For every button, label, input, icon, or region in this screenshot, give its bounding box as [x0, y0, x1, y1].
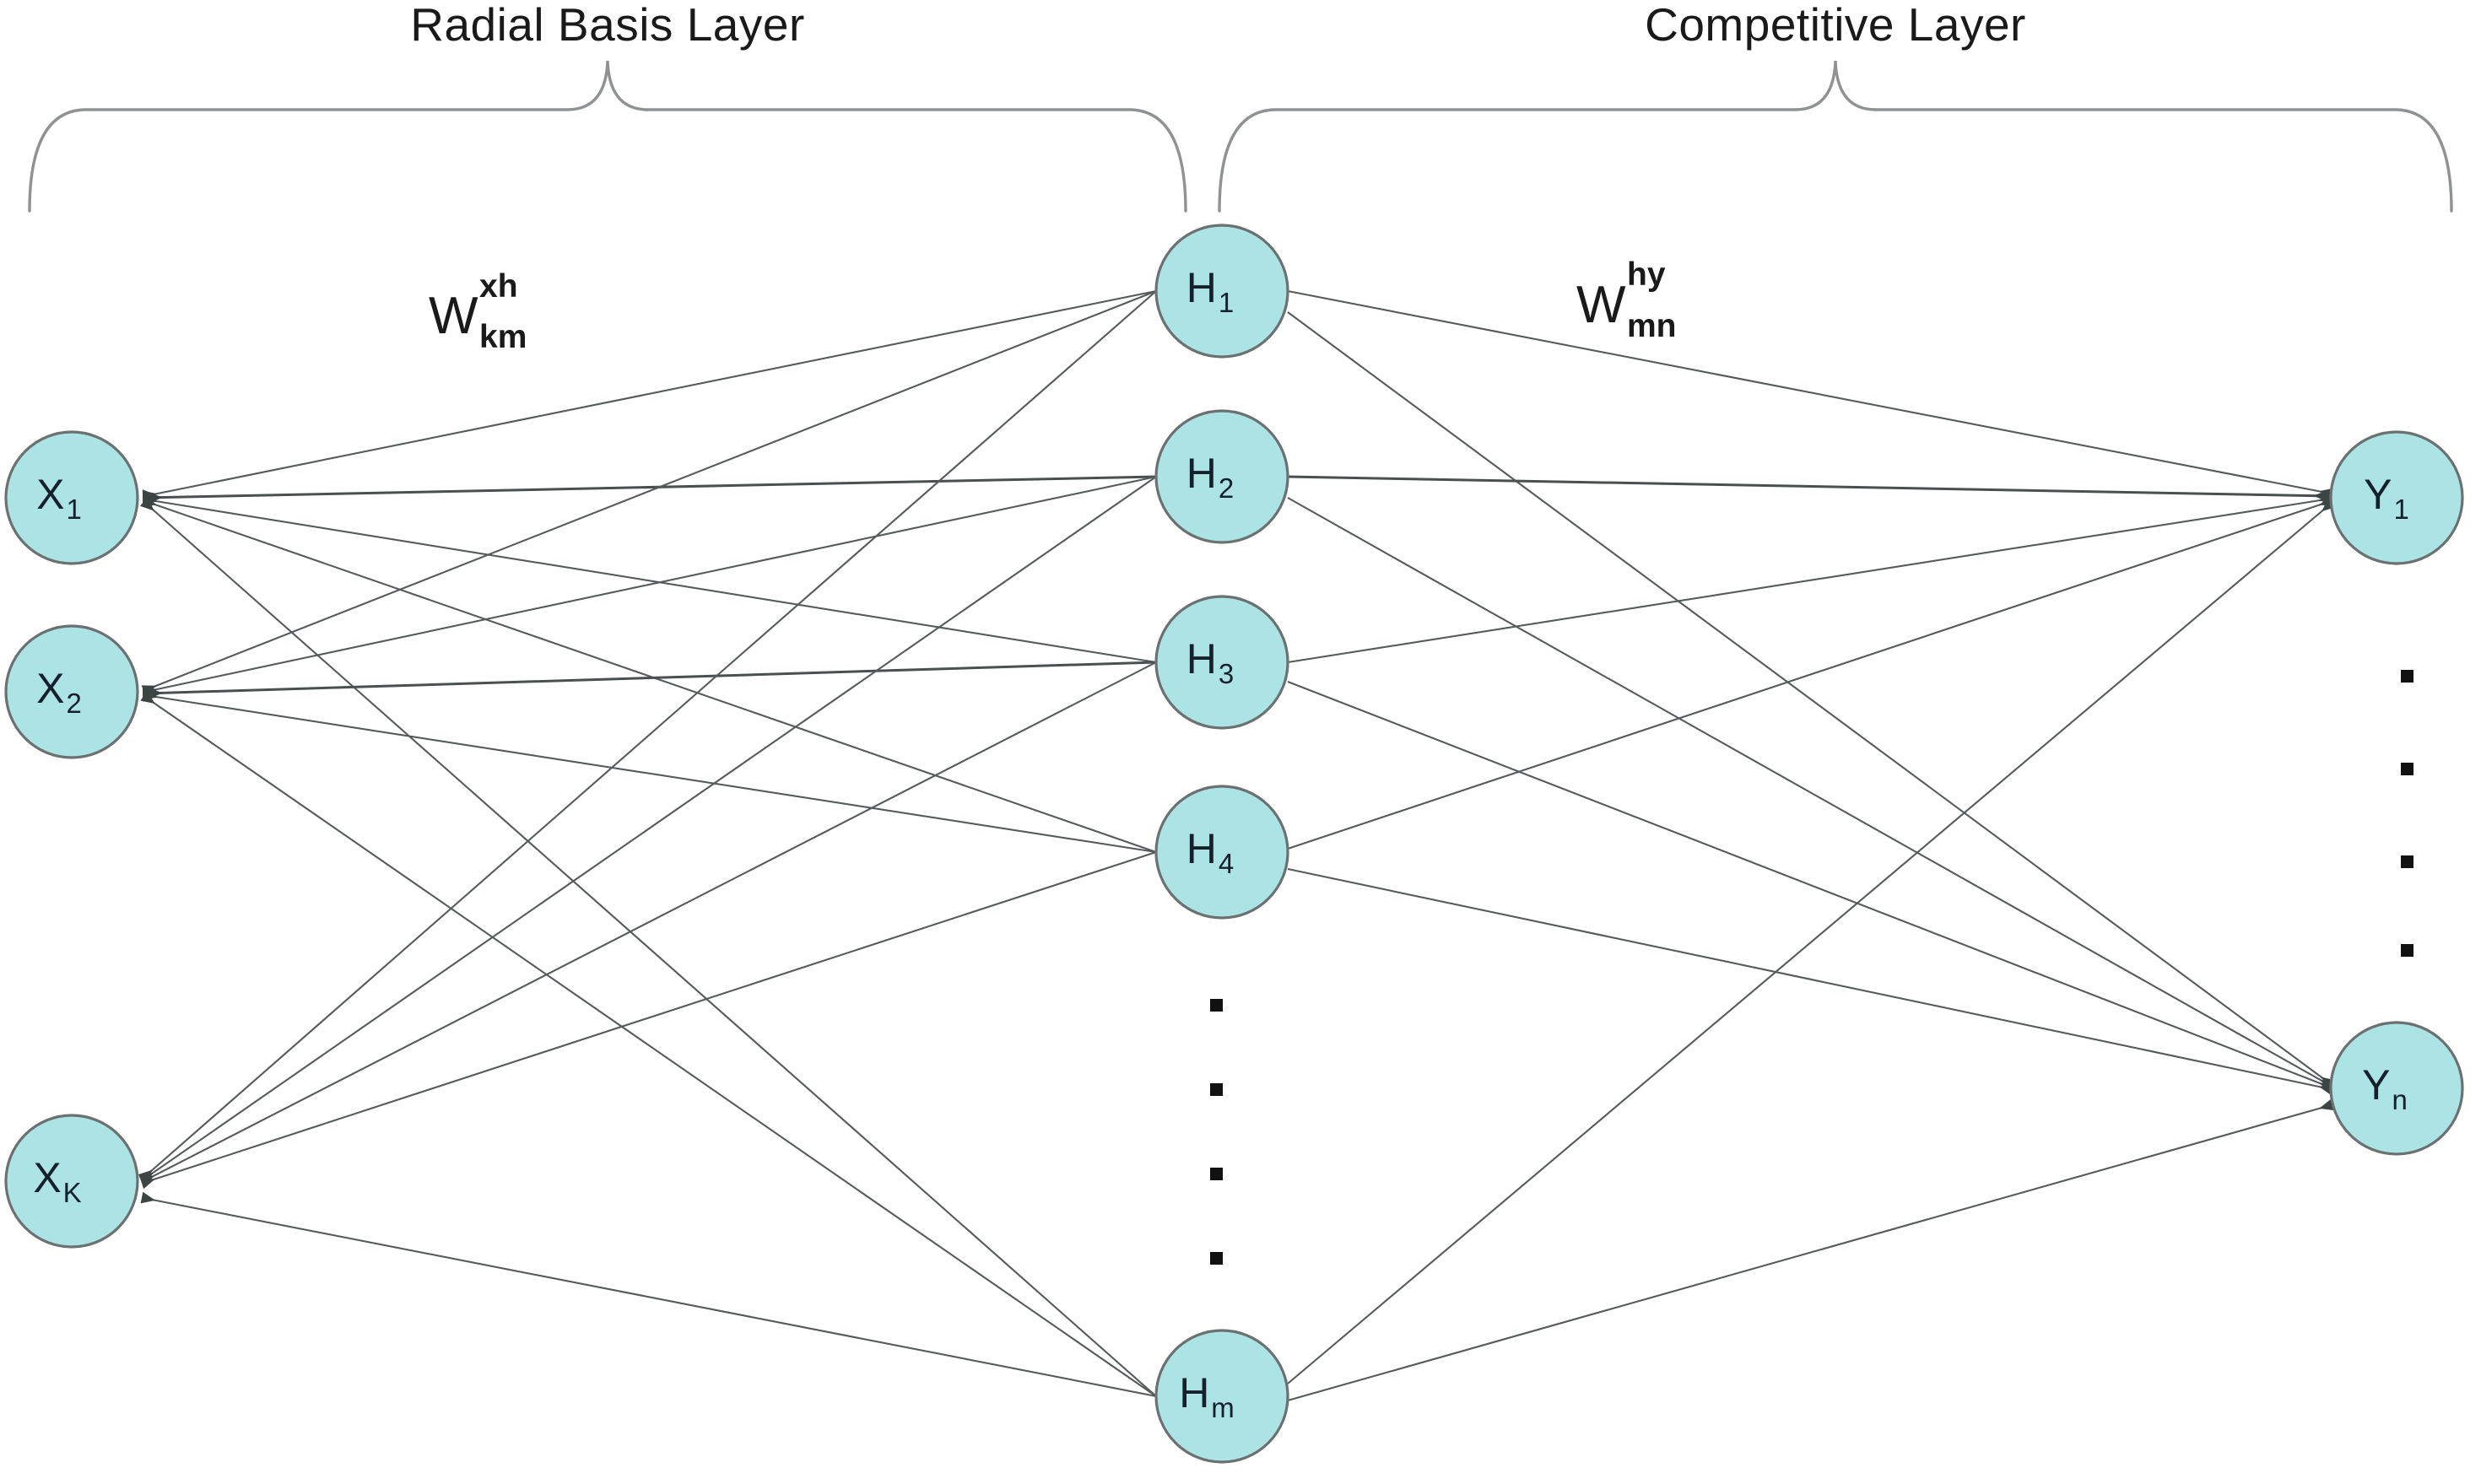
ellipsis-dot: [2401, 855, 2413, 868]
ellipsis-dot: [1210, 999, 1223, 1012]
node-x1-label: X1: [36, 471, 82, 525]
edge-hm-y1: [1287, 498, 2337, 1384]
node-x2-circle[interactable]: [4, 624, 139, 759]
weight-xh-superscript: xh: [479, 268, 518, 305]
node-y1[interactable]: Y1: [2329, 430, 2464, 565]
hidden-layer-group: H1 H2 H3 H4 Hm: [1154, 224, 1289, 1464]
edge-x2-h3: [142, 661, 1157, 702]
node-h3-label: H3: [1186, 635, 1234, 689]
node-h3[interactable]: H3: [1154, 595, 1289, 730]
edges-input-to-hidden: [138, 289, 1157, 1398]
ellipsis-dot: [1210, 1252, 1223, 1265]
node-h2-circle[interactable]: [1154, 409, 1289, 544]
weight-hy-subscript: mn: [1627, 308, 1677, 344]
edge-x1-h2: [142, 475, 1157, 506]
edge-xk-h2: [138, 476, 1157, 1185]
edge-x2-hm: [140, 691, 1157, 1397]
node-xk[interactable]: XK: [4, 1114, 139, 1249]
edge-x2-h2: [142, 475, 1157, 699]
edge-x1-hm: [139, 497, 1157, 1397]
weight-xh-base: W: [429, 287, 478, 345]
edge-xk-h4: [139, 851, 1157, 1190]
ellipsis-dot: [2401, 670, 2413, 683]
edge-h1-yn: [1287, 311, 2336, 1090]
ellipsis-dot: [2401, 944, 2413, 957]
edge-h3-y1: [1287, 492, 2334, 664]
node-x1-circle[interactable]: [4, 430, 139, 565]
weight-xh-subscript: km: [479, 319, 527, 355]
node-hm-circle[interactable]: [1154, 1329, 1289, 1464]
node-hm[interactable]: Hm: [1154, 1329, 1289, 1464]
node-hm-label: Hm: [1179, 1369, 1235, 1423]
output-layer-ellipsis: [2401, 670, 2413, 957]
node-yn-circle[interactable]: [2329, 1021, 2464, 1156]
brace-competitive-layer: [1218, 60, 2453, 213]
node-h4-circle[interactable]: [1154, 785, 1289, 920]
edge-x1-h3: [142, 493, 1157, 664]
edge-h2-y1: [1287, 475, 2334, 505]
brace-group: [28, 60, 2453, 213]
node-h1-circle[interactable]: [1154, 224, 1289, 359]
edge-x2-h4: [142, 688, 1157, 854]
node-y1-label: Y1: [2364, 471, 2409, 525]
title-competitive-layer: Competitive Layer: [1645, 0, 2026, 51]
node-y1-circle[interactable]: [2329, 430, 2464, 565]
edge-hm-yn: [1287, 1098, 2334, 1402]
edge-h4-yn: [1287, 867, 2334, 1096]
node-x2-label: X2: [36, 665, 82, 719]
node-yn-label: Yn: [2362, 1061, 2408, 1115]
edge-h2-yn: [1287, 497, 2336, 1093]
ellipsis-dot: [1210, 1168, 1223, 1180]
input-layer-group: X1 X2 XK: [4, 430, 139, 1249]
weight-label-input-hidden: W xh km: [429, 268, 527, 355]
node-x1[interactable]: X1: [4, 430, 139, 565]
edge-x1-h1: [142, 289, 1157, 503]
node-xk-label: XK: [33, 1154, 81, 1208]
node-h2[interactable]: H2: [1154, 409, 1289, 544]
edge-h3-yn: [1287, 681, 2335, 1094]
brace-radial-basis-layer: [28, 60, 1187, 213]
node-yn[interactable]: Yn: [2329, 1021, 2464, 1156]
weight-label-hidden-output: W hy mn: [1576, 256, 1677, 344]
weight-hy-base: W: [1576, 276, 1626, 334]
edge-xk-h3: [138, 661, 1157, 1188]
ellipsis-dot: [1210, 1083, 1223, 1096]
node-h1-label: H1: [1186, 264, 1234, 318]
node-h4-label: H4: [1186, 825, 1234, 879]
node-h3-circle[interactable]: [1154, 595, 1289, 730]
edge-h1-y1: [1287, 289, 2334, 500]
edges-hidden-to-output: [1287, 289, 2337, 1402]
node-xk-circle[interactable]: [4, 1114, 139, 1249]
node-h1[interactable]: H1: [1154, 224, 1289, 359]
node-x2[interactable]: X2: [4, 624, 139, 759]
node-h2-label: H2: [1186, 450, 1234, 504]
hidden-layer-ellipsis: [1210, 999, 1223, 1265]
edge-h4-y1: [1287, 494, 2335, 850]
weight-hy-superscript: hy: [1627, 256, 1666, 293]
title-radial-basis-layer: Radial Basis Layer: [410, 0, 805, 51]
output-layer-group: Y1 Yn: [2329, 430, 2464, 1156]
edge-xk-h1: [138, 290, 1157, 1184]
ellipsis-dot: [2401, 763, 2413, 775]
edge-x2-h1: [141, 290, 1157, 697]
node-h4[interactable]: H4: [1154, 785, 1289, 920]
edge-xk-hm: [140, 1191, 1157, 1398]
